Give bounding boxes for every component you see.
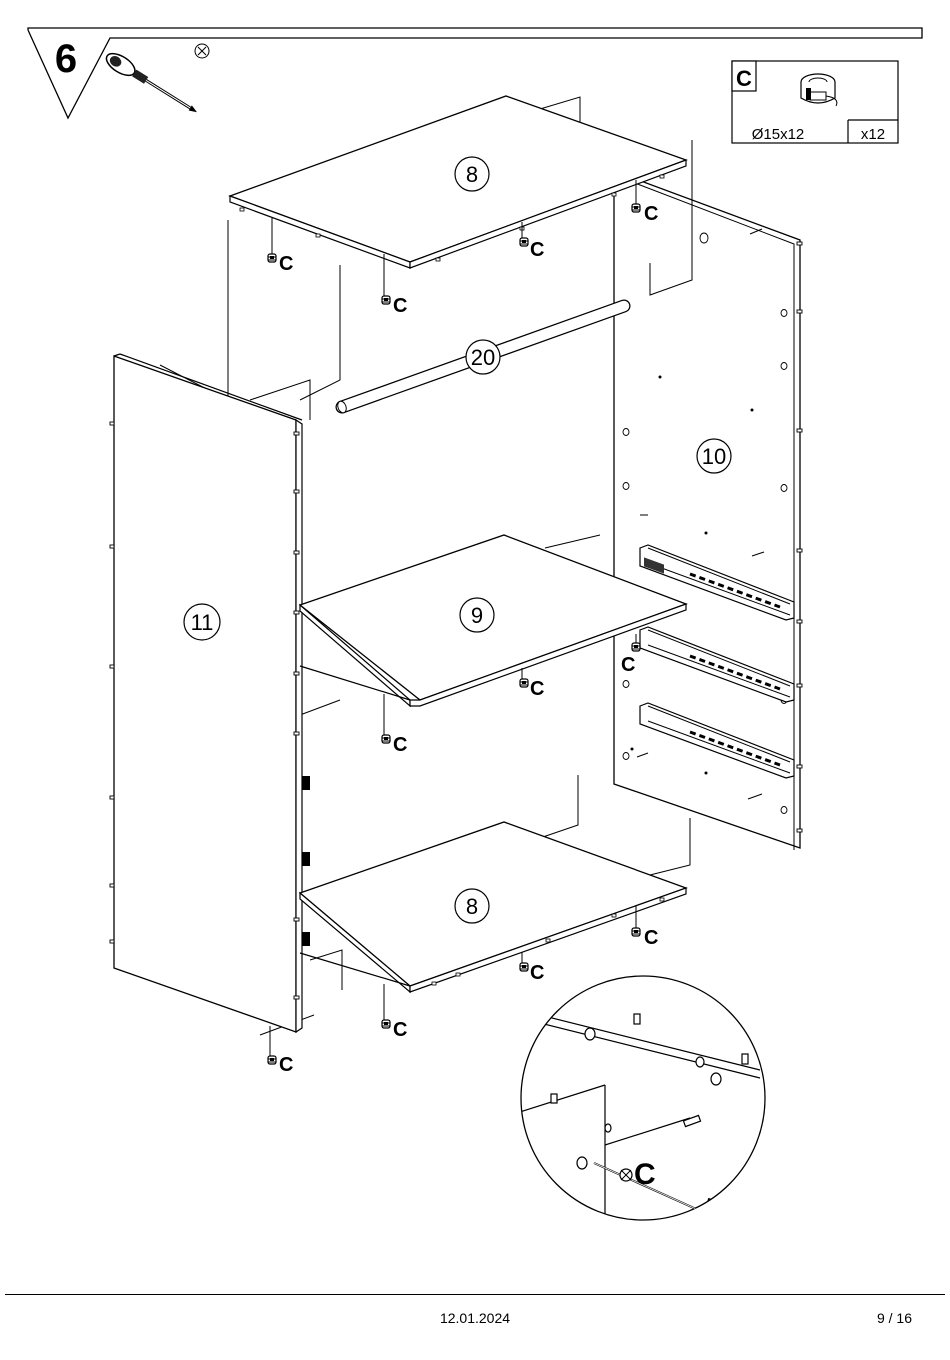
fastener-label: C bbox=[530, 239, 544, 261]
parts-box: C Ø15x12 x12 bbox=[732, 61, 898, 143]
label-rail: 20 bbox=[471, 345, 495, 370]
fastener-label: C bbox=[279, 253, 293, 275]
fastener-label: C bbox=[530, 678, 544, 700]
footer-divider bbox=[5, 1294, 945, 1295]
footer-date: 12.01.2024 bbox=[0, 1310, 950, 1326]
screwdriver-icon bbox=[103, 49, 201, 119]
fastener-label: C bbox=[393, 1019, 407, 1041]
label-right-side: 10 bbox=[702, 444, 726, 469]
right-side-panel: 10 bbox=[614, 171, 802, 850]
fastener-label: C bbox=[530, 962, 544, 984]
fastener-label: C bbox=[393, 734, 407, 756]
fastener-label: C bbox=[621, 654, 635, 676]
detail-fastener-label: C bbox=[634, 1158, 656, 1191]
phillips-icon bbox=[195, 44, 209, 58]
parts-box-letter: C bbox=[736, 66, 752, 91]
fastener-label: C bbox=[644, 927, 658, 949]
label-left-side: 11 bbox=[191, 610, 214, 635]
label-middle-shelf: 9 bbox=[471, 603, 483, 628]
detail-zoom: C bbox=[520, 976, 802, 1270]
detail-cam-icon bbox=[620, 1169, 632, 1181]
parts-box-quantity: x12 bbox=[861, 126, 885, 143]
step-number: 6 bbox=[55, 37, 77, 81]
bottom-panel: 8 bbox=[300, 822, 686, 992]
parts-box-size: Ø15x12 bbox=[752, 126, 805, 143]
fastener-label: C bbox=[644, 203, 658, 225]
footer-page-number: 9 / 16 bbox=[877, 1310, 912, 1326]
fastener-label: C bbox=[279, 1054, 293, 1076]
label-top-panel: 8 bbox=[466, 162, 478, 187]
hanging-rail: 20 bbox=[336, 306, 624, 414]
label-bottom-panel: 8 bbox=[466, 894, 478, 919]
fastener-label: C bbox=[393, 295, 407, 317]
left-side-panel: 11 bbox=[110, 354, 310, 1032]
